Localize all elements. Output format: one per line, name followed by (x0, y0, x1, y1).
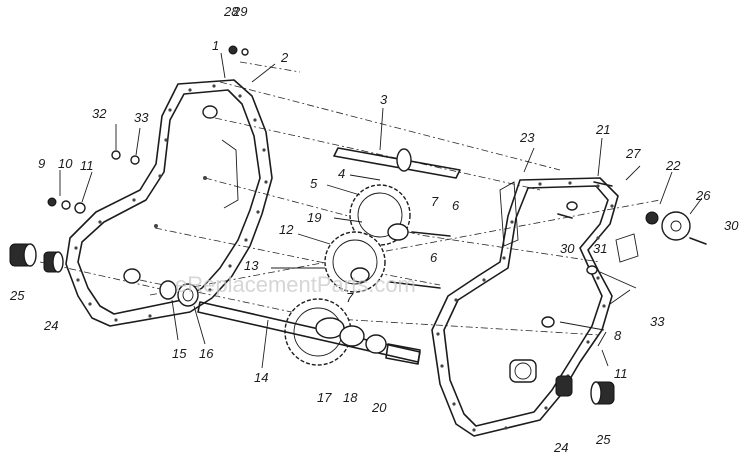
callout-11: 11 (80, 158, 94, 173)
right-seal-bearing-stack (509, 359, 615, 405)
callout-7: 7 (346, 290, 354, 305)
sprocket-upper (349, 184, 411, 246)
tine-shaft-assembly (197, 301, 421, 365)
callout-26: 26 (695, 188, 711, 203)
upper-shaft-assembly (333, 147, 461, 179)
callout-21: 21 (595, 122, 610, 137)
callout-11: 11 (614, 366, 628, 381)
callout-25: 25 (9, 288, 25, 303)
right-housing-half (431, 177, 639, 437)
callout-7: 7 (431, 194, 439, 209)
housing-rim-bolt-holes (74, 84, 268, 322)
callout-14: 14 (254, 370, 268, 385)
callout-33: 33 (134, 110, 149, 125)
callout-29: 29 (232, 4, 247, 19)
left-hardware (47, 45, 249, 214)
callout-24: 24 (43, 318, 58, 333)
callout-17: 17 (317, 390, 332, 405)
spacer-rod-upper (411, 231, 451, 237)
callout-leaders (59, 52, 703, 369)
callout-16: 16 (199, 346, 214, 361)
right-hardware (557, 181, 707, 245)
callout-33: 33 (650, 314, 665, 329)
callout-3: 3 (380, 92, 388, 107)
callout-5: 5 (310, 176, 318, 191)
sprocket-middle (324, 231, 386, 293)
callout-6: 6 (430, 250, 438, 265)
callout-12: 12 (279, 222, 294, 237)
callout-18: 18 (343, 390, 358, 405)
callout-2: 2 (280, 50, 289, 65)
callout-32: 32 (92, 106, 107, 121)
callout-13: 13 (244, 258, 259, 273)
watermark-text: eReplacementParts.com (175, 272, 416, 297)
callout-9: 9 (38, 156, 45, 171)
callout-8: 8 (614, 328, 622, 343)
callout-28: 28 (223, 4, 239, 19)
right-housing-rim-bolt-holes (436, 181, 614, 432)
callout-23: 23 (519, 130, 535, 145)
left-seal-bearing-stack (9, 243, 199, 307)
callout-15: 15 (172, 346, 187, 361)
callout-6: 6 (452, 198, 460, 213)
callout-20: 20 (371, 400, 387, 415)
callout-25: 25 (595, 432, 611, 447)
callout-24: 24 (553, 440, 568, 455)
callout-1: 1 (212, 38, 219, 53)
callout-30: 30 (560, 241, 575, 256)
left-housing-half (65, 79, 273, 327)
callout-31: 31 (593, 241, 607, 256)
callout-22: 22 (665, 158, 681, 173)
callout-30: 30 (724, 218, 739, 233)
callout-27: 27 (625, 146, 641, 161)
callout-19: 19 (307, 210, 321, 225)
callout-4: 4 (338, 166, 345, 181)
spacer-rod-lower (389, 281, 441, 289)
callout-10: 10 (58, 156, 73, 171)
